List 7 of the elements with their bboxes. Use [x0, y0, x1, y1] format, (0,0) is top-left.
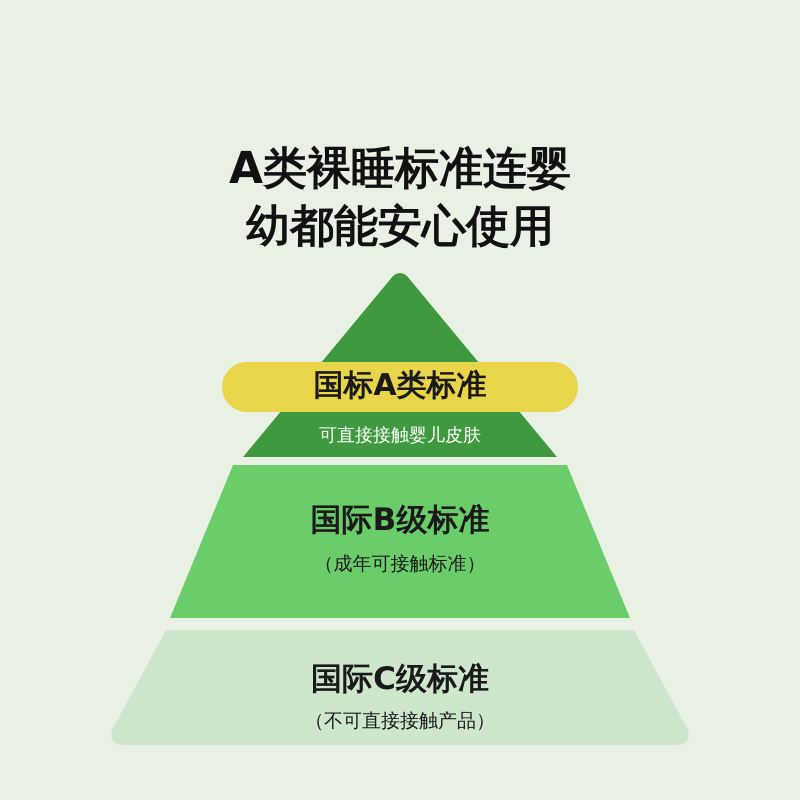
tier-heading: 国际C级标准 — [311, 661, 489, 697]
tier-note: 可直接接触婴儿皮肤 — [319, 425, 481, 446]
tier-note: （不可直接接触产品） — [305, 710, 495, 732]
tier-note: （成年可接触标准） — [314, 553, 486, 575]
tier-heading: 国际B级标准 — [310, 502, 490, 538]
title: A类裸睡标准连婴幼都能安心使用 — [228, 142, 572, 254]
tier-heading: 国标A类标准 — [313, 368, 487, 403]
